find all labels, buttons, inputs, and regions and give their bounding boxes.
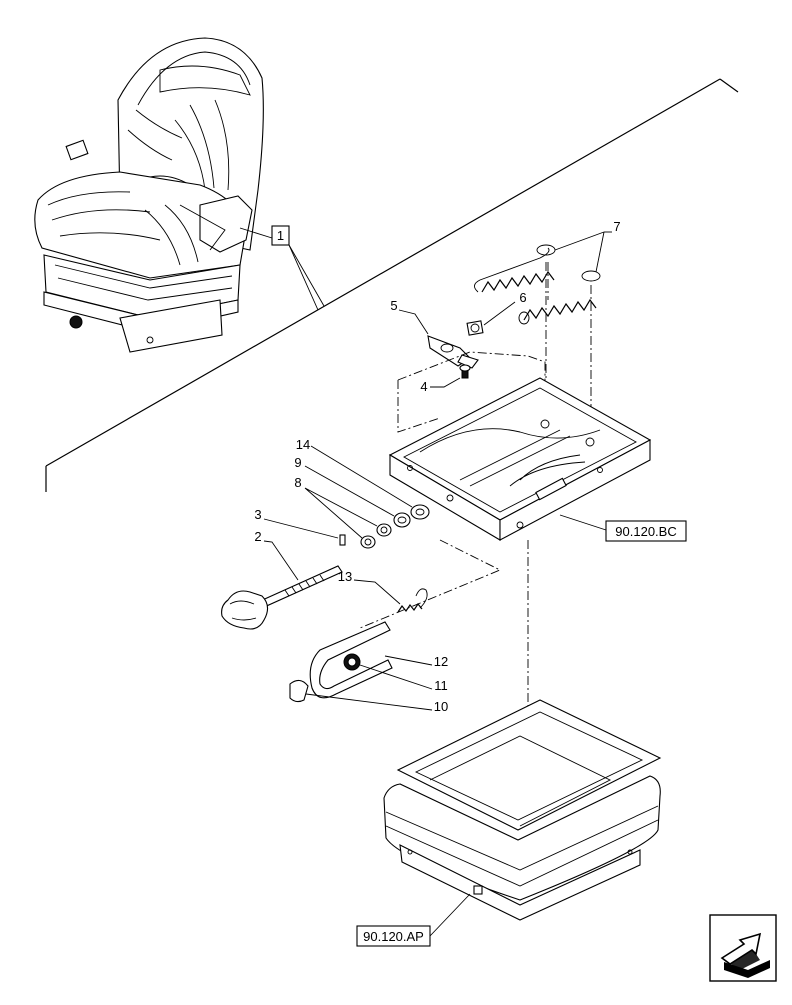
callout-1: 1 [239,225,325,311]
lower-base [383,699,662,921]
callout-7-label: 7 [613,219,620,234]
callout-13-label: 13 [338,569,352,584]
ref-90-120-bc-label: 90.120.BC [615,524,676,539]
adjust-knob-rod: 2 [221,529,343,630]
next-page-arrow-icon[interactable] [709,914,777,982]
callout-1-label: 1 [277,228,284,243]
upper-frame [388,377,652,541]
callout-11-label: 11 [434,678,448,693]
callout-14-label: 14 [296,437,310,452]
ref-90-120-ap-label: 90.120.AP [363,929,424,944]
callout-3-label: 3 [254,507,261,522]
callout-4-label: 4 [420,379,427,394]
bracket-parts [427,320,484,379]
washers [360,504,430,549]
pin-3: 3 [254,507,346,546]
leaders-14-9-8: 14 9 8 [294,437,413,539]
callout-6-label: 6 [519,290,526,305]
spring-13: 13 [338,569,428,613]
callout-8-label: 8 [294,475,301,490]
seat-assembly [34,37,264,353]
ref-90-120-ap[interactable]: 90.120.AP [356,893,471,947]
callout-12-label: 12 [434,654,448,669]
spring-left [474,244,556,293]
strap-assembly: 12 11 10 [289,621,448,714]
leaders-4-5-6: 5 6 4 [390,290,526,394]
callout-10-label: 10 [434,699,448,714]
tension-springs: 7 [474,219,621,325]
callout-5-label: 5 [390,298,397,313]
callout-9-label: 9 [294,455,301,470]
spring-right [518,270,601,325]
ref-90-120-bc[interactable]: 90.120.BC [559,514,687,542]
inset-frame [45,78,739,492]
callout-2-label: 2 [254,529,261,544]
